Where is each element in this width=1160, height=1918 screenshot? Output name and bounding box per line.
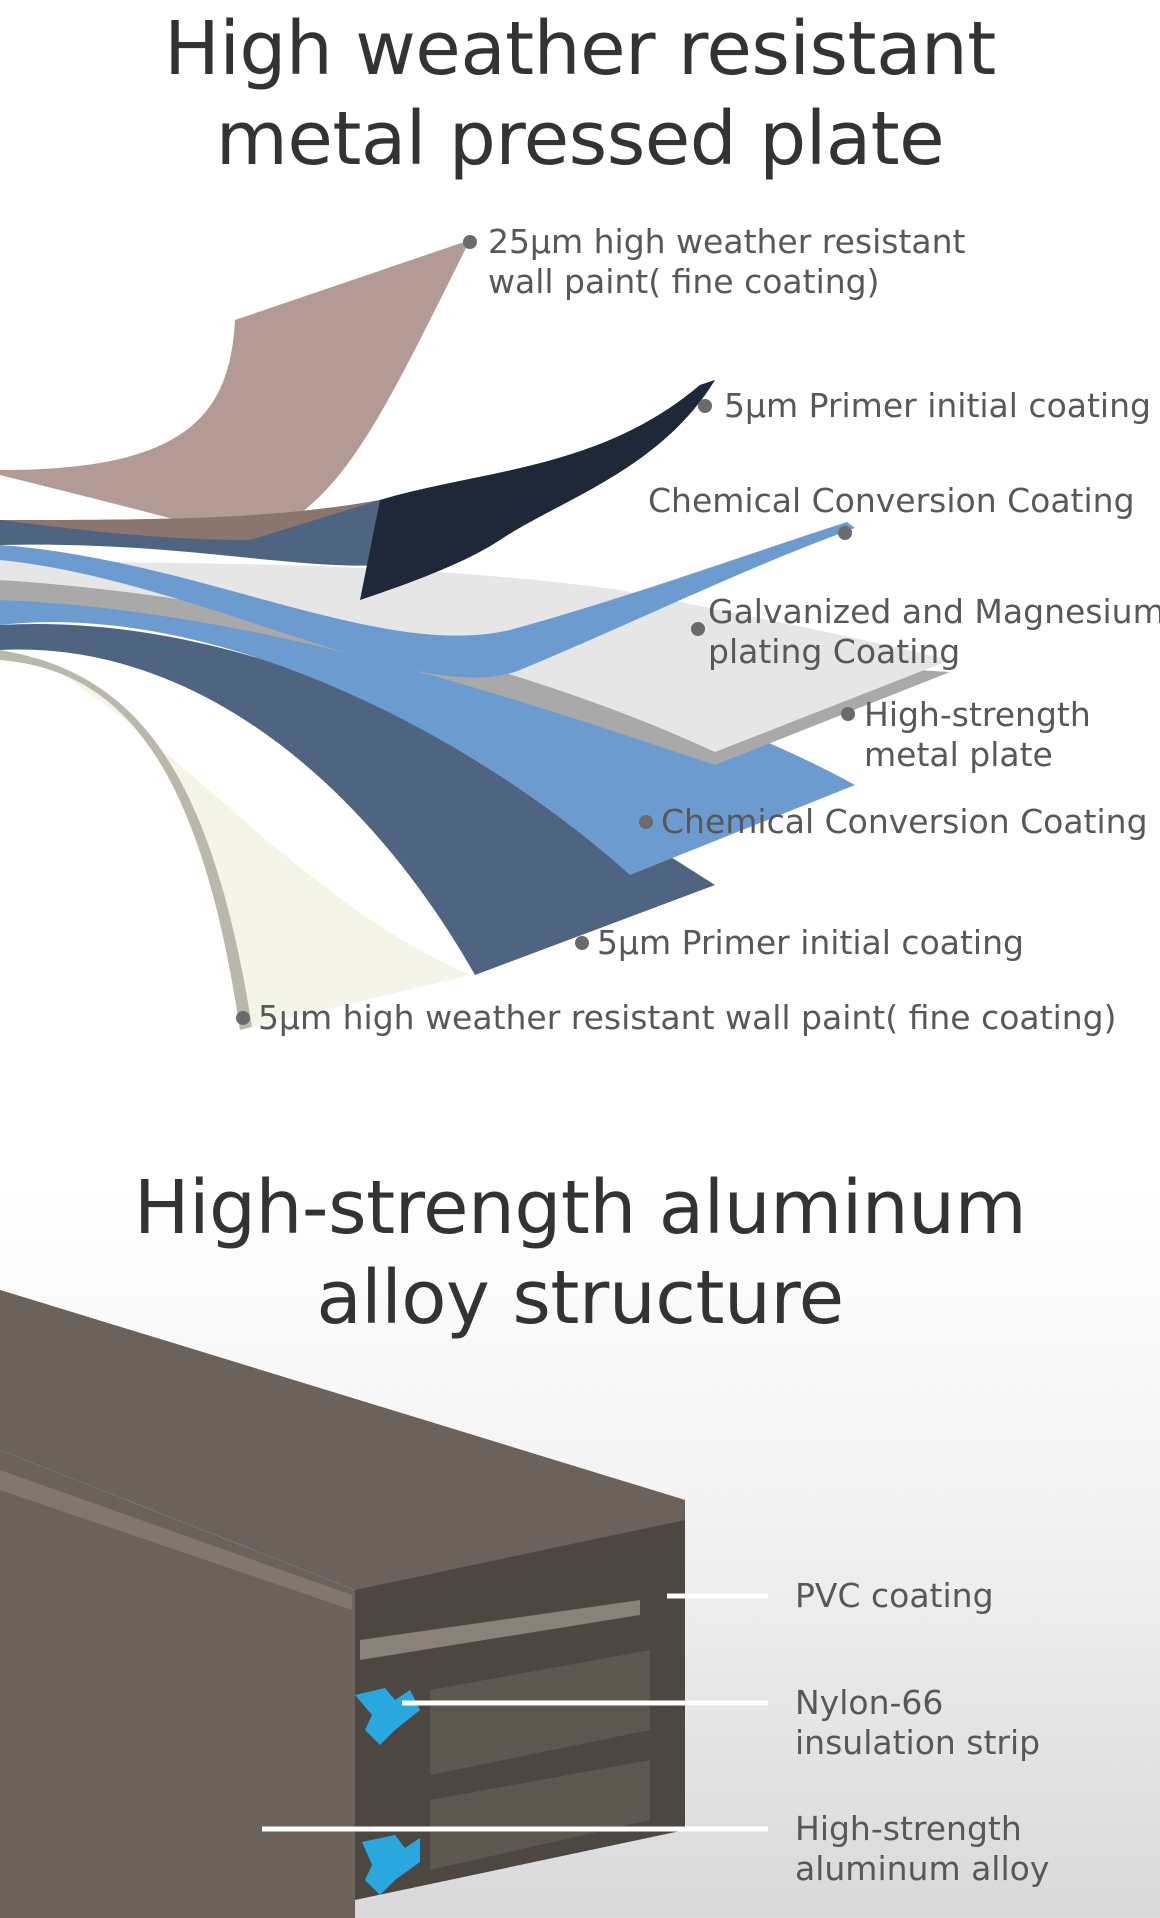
layer-3-label: Chemical Conversion Coating [648, 481, 1135, 521]
layer-5-marker [841, 707, 855, 721]
layer-2-label: 5µm Primer initial coating [724, 386, 1151, 426]
insulation-strip-lower [362, 1835, 420, 1895]
layer-top-primer-dark [360, 380, 715, 600]
pvc-line-1: PVC coating [795, 1576, 994, 1615]
alloy-line-1: High-strength [795, 1809, 1022, 1848]
alloy-line-2: aluminum alloy [795, 1849, 1050, 1888]
layer-bottom-paint-edge [0, 650, 252, 1030]
layer-3-marker [838, 526, 852, 540]
pvc-label: PVC coating [795, 1576, 994, 1616]
layer-8-marker [236, 1011, 250, 1025]
layer-2-marker [698, 399, 712, 413]
layer-7-line-1: 5µm Primer initial coating [597, 923, 1024, 962]
layer-bottom-primer [0, 623, 715, 975]
alloy-title-line-1: High-strength aluminum [133, 1165, 1027, 1251]
alloy-label: High-strength aluminum alloy [795, 1809, 1049, 1889]
profile-chamber-lower [430, 1760, 650, 1870]
plate-title-line-1: High weather resistant [164, 6, 996, 92]
nylon-label: Nylon-66 insulation strip [795, 1683, 1040, 1763]
layer-7-label: 5µm Primer initial coating [597, 923, 1024, 963]
layer-top-paint [0, 240, 470, 540]
layer-6-marker [639, 815, 653, 829]
layer-6-label: Chemical Conversion Coating [661, 802, 1148, 842]
layer-bottom-conversion [0, 600, 855, 875]
layer-1-label: 25µm high weather resistant wall paint( … [488, 222, 966, 302]
layer-4-marker [691, 622, 705, 636]
layer-top-paint-side [0, 500, 380, 540]
profile-chamber-upper [430, 1650, 650, 1775]
layer-1-line-2: wall paint( fine coating) [488, 262, 880, 301]
layer-7-marker [575, 936, 589, 950]
layer-1-marker [463, 235, 477, 249]
alloy-section-title: High-strength aluminum alloy structure [0, 1163, 1160, 1343]
layer-8-label: 5µm high weather resistant wall paint( f… [258, 998, 1116, 1038]
plate-title-line-2: metal pressed plate [215, 96, 945, 182]
layer-1-line-1: 25µm high weather resistant [488, 222, 966, 261]
layer-6-line-1: Chemical Conversion Coating [661, 802, 1148, 841]
layer-5-line-1: High-strength [864, 695, 1091, 734]
nylon-line-2: insulation strip [795, 1723, 1041, 1762]
layer-5-label: High-strength metal plate [864, 695, 1091, 775]
layer-bottom-paint [0, 660, 470, 1030]
alloy-title-line-2: alloy structure [316, 1255, 844, 1341]
layer-4-line-1: Galvanized and Magnesium [708, 592, 1160, 631]
layer-top-conversion [0, 522, 855, 678]
profile-ridge [360, 1600, 640, 1660]
profile-left-face [0, 1470, 352, 1610]
layer-4-line-2: plating Coating [708, 632, 961, 671]
layer-2-line-1: 5µm Primer initial coating [724, 386, 1151, 425]
nylon-line-1: Nylon-66 [795, 1683, 944, 1722]
layer-5-line-2: metal plate [864, 735, 1053, 774]
layer-3-line-1: Chemical Conversion Coating [648, 481, 1135, 520]
layered-plate-illustration [0, 240, 950, 1030]
plate-section-title: High weather resistant metal pressed pla… [0, 4, 1160, 184]
layer-4-label: Galvanized and Magnesium plating Coating [708, 592, 1160, 672]
layer-8-line-1: 5µm high weather resistant wall paint( f… [258, 998, 1117, 1037]
